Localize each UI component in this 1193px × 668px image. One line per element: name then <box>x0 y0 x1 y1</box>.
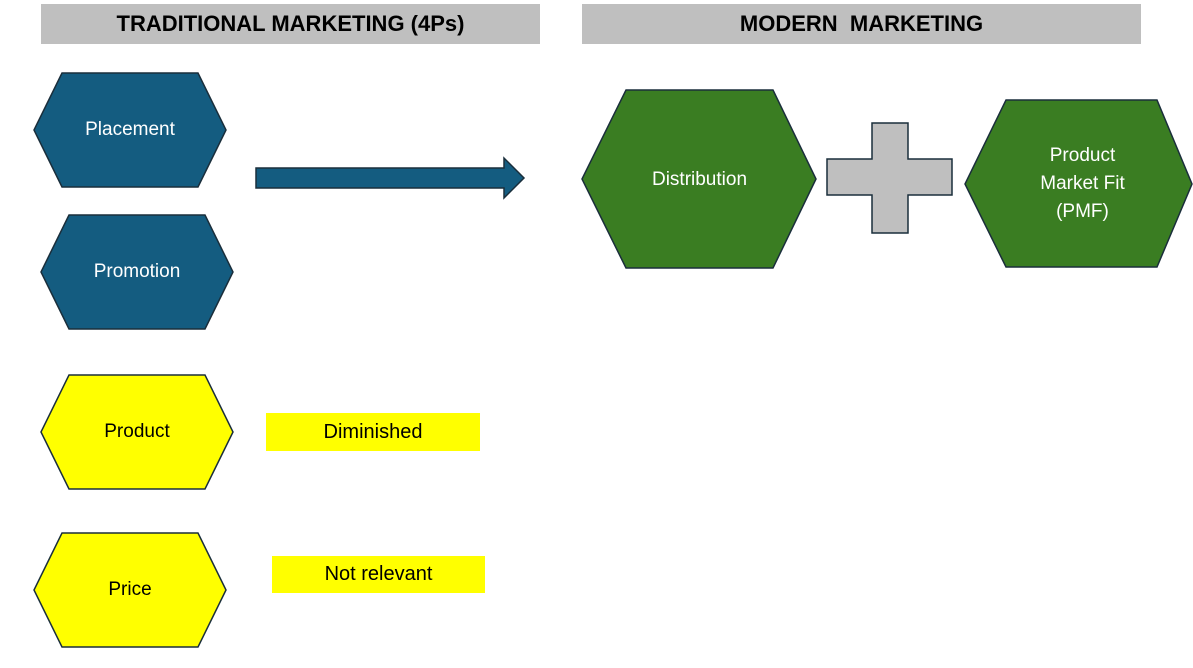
price-label: Price <box>108 579 152 600</box>
distribution-label: Distribution <box>651 168 748 190</box>
product-hexagon: Product <box>40 374 234 490</box>
product-label: Product <box>104 421 170 442</box>
placement-label: Placement <box>85 119 175 140</box>
distribution-hexagon: Distribution <box>581 89 818 270</box>
pmf-line-1: Product <box>1049 145 1116 166</box>
traditional-marketing-header: TRADITIONAL MARKETING (4Ps) <box>41 4 540 44</box>
modern-marketing-header: MODERN MARKETING <box>582 4 1141 44</box>
right-arrow-icon <box>255 156 526 200</box>
price-hexagon: Price <box>33 532 227 648</box>
promotion-hexagon: Promotion <box>40 214 234 330</box>
promotion-label: Promotion <box>93 261 181 282</box>
plus-icon <box>826 122 953 234</box>
pmf-line-3: (PMF) <box>1056 201 1109 222</box>
not-relevant-tag: Not relevant <box>272 556 485 593</box>
pmf-line-2: Market Fit <box>1040 173 1125 194</box>
product-market-fit-label: Product Market Fit (PMF) <box>1040 142 1124 226</box>
placement-hexagon: Placement <box>33 72 227 188</box>
diminished-tag: Diminished <box>266 413 480 451</box>
product-market-fit-hexagon: Product Market Fit (PMF) <box>964 99 1193 269</box>
